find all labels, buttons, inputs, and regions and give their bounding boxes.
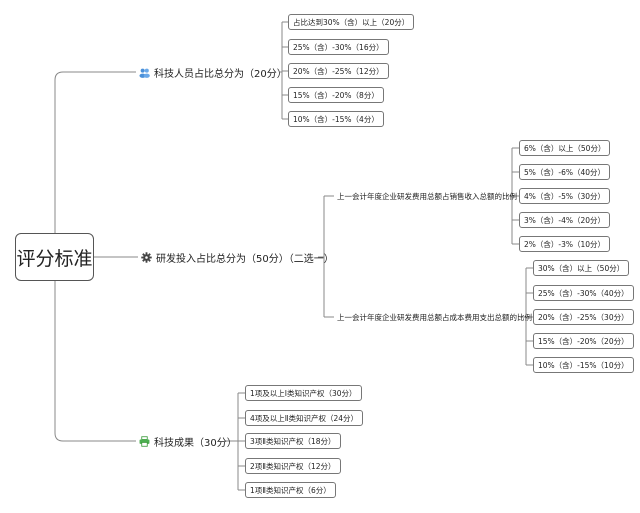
leaf-node[interactable]: 3%（含）-4%（20分） (519, 212, 611, 228)
root-node[interactable]: 评分标准 (15, 233, 94, 281)
leaf-label: 15%（含）-20%（8分） (293, 90, 379, 100)
leaf-node[interactable]: 6%（含）以上（50分） (519, 140, 611, 156)
leaf-label: 3%（含）-4%（20分） (524, 215, 606, 225)
leaf-node[interactable]: 10%（含）-15%（4分） (288, 111, 384, 127)
leaf-node[interactable]: 2项Ⅱ类知识产权（12分） (245, 458, 341, 474)
leaf-label: 1项及以上Ⅰ类知识产权（30分） (250, 388, 357, 398)
leaf-node[interactable]: 3项Ⅱ类知识产权（18分） (245, 433, 341, 449)
branch-label: 研发投入占比总分为（50分）（二选一） (156, 253, 334, 265)
leaf-label: 占比达到30%（含）以上（20分） (293, 17, 410, 27)
leaf-node[interactable]: 20%（含）-25%（30分） (533, 309, 634, 325)
leaf-label: 20%（含）-25%（30分） (538, 312, 629, 322)
leaf-label: 10%（含）-15%（4分） (293, 114, 379, 124)
leaf-node[interactable]: 15%（含）-20%（8分） (288, 87, 384, 103)
printer-icon (139, 435, 150, 447)
branch-label: 科技人员占比总分为（20分） (154, 68, 287, 80)
leaf-label: 5%（含）-6%（40分） (524, 167, 606, 177)
leaf-node[interactable]: 5%（含）-6%（40分） (519, 164, 611, 180)
gear-icon (141, 251, 152, 263)
leaf-label: 10%（含）-15%（10分） (538, 360, 629, 370)
leaf-node[interactable]: 20%（含）-25%（12分） (288, 63, 389, 79)
leaf-label: 30%（含）以上（50分） (538, 263, 625, 273)
leaf-label: 6%（含）以上（50分） (524, 143, 606, 153)
branch-label: 科技成果（30分） (154, 437, 237, 449)
branch-tech-staff[interactable]: 科技人员占比总分为（20分） (136, 62, 290, 82)
leaf-node[interactable]: 占比达到30%（含）以上（20分） (288, 14, 415, 30)
leaf-node[interactable]: 4%（含）-5%（30分） (519, 188, 611, 204)
leaf-node[interactable]: 4项及以上Ⅱ类知识产权（24分） (245, 410, 364, 426)
leaf-node[interactable]: 2%（含）-3%（10分） (519, 236, 611, 252)
branch-rd-investment[interactable]: 研发投入占比总分为（50分）（二选一） (138, 247, 337, 267)
sub-branch-cost-ratio[interactable]: 上一会计年度企业研发费用总额占成本费用支出总额的比例 (334, 310, 535, 324)
sub-branch-label: 上一会计年度企业研发费用总额占成本费用支出总额的比例 (337, 312, 532, 322)
leaf-node[interactable]: 1项Ⅱ类知识产权（6分） (245, 482, 336, 498)
leaf-label: 2项Ⅱ类知识产权（12分） (250, 461, 336, 471)
leaf-label: 25%（含）-30%（16分） (293, 42, 384, 52)
branch-tech-achievements[interactable]: 科技成果（30分） (136, 431, 240, 451)
leaf-label: 2%（含）-3%（10分） (524, 239, 606, 249)
leaf-label: 3项Ⅱ类知识产权（18分） (250, 436, 336, 446)
leaf-node[interactable]: 30%（含）以上（50分） (533, 260, 630, 276)
leaf-label: 4%（含）-5%（30分） (524, 191, 606, 201)
leaf-label: 4项及以上Ⅱ类知识产权（24分） (250, 413, 359, 423)
leaf-label: 1项Ⅱ类知识产权（6分） (250, 485, 331, 495)
leaf-node[interactable]: 1项及以上Ⅰ类知识产权（30分） (245, 385, 362, 401)
leaf-node[interactable]: 25%（含）-30%（40分） (533, 285, 634, 301)
sub-branch-sales-ratio[interactable]: 上一会计年度企业研发费用总额占销售收入总额的比例 (334, 189, 520, 203)
sub-branch-label: 上一会计年度企业研发费用总额占销售收入总额的比例 (337, 191, 517, 201)
leaf-label: 25%（含）-30%（40分） (538, 288, 629, 298)
leaf-label: 20%（含）-25%（12分） (293, 66, 384, 76)
leaf-node[interactable]: 25%（含）-30%（16分） (288, 39, 389, 55)
leaf-node[interactable]: 15%（含）-20%（20分） (533, 333, 634, 349)
leaf-label: 15%（含）-20%（20分） (538, 336, 629, 346)
root-label: 评分标准 (16, 247, 93, 270)
people-icon (139, 68, 150, 78)
leaf-node[interactable]: 10%（含）-15%（10分） (533, 357, 634, 373)
